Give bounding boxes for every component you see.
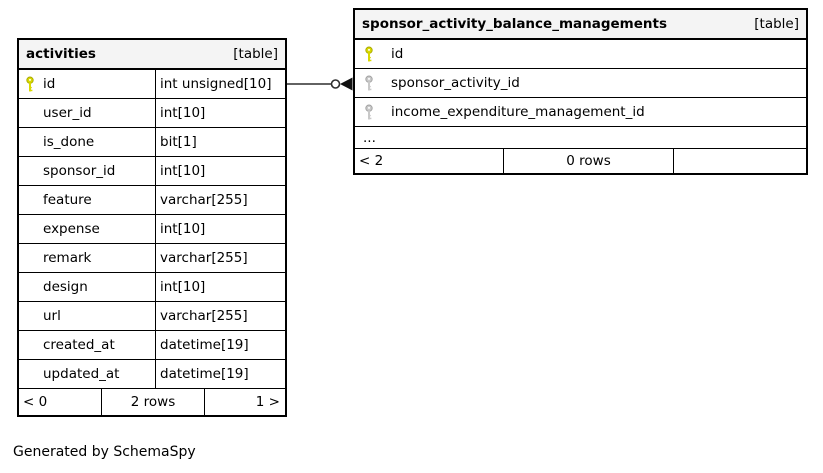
table-row: is_done bit[1] — [19, 128, 285, 157]
table-row: design int[10] — [19, 273, 285, 302]
table-tag: [table] — [233, 46, 278, 62]
table-row: updated_at datetime[19] — [19, 360, 285, 389]
column-name: design — [43, 279, 88, 295]
column-name: is_done — [43, 134, 95, 150]
column-name: updated_at — [43, 366, 120, 382]
table-sponsor-activity-balance-managements[interactable]: sponsor_activity_balance_managements [ta… — [353, 8, 808, 175]
column-type: int[10] — [160, 163, 206, 179]
related-count-right: 1 > — [255, 394, 280, 410]
table-row: user_id int[10] — [19, 99, 285, 128]
foreign-key-icon — [365, 75, 373, 90]
column-type: datetime[19] — [160, 337, 249, 353]
column-name: id — [43, 76, 56, 92]
column-name: sponsor_activity_id — [391, 75, 520, 91]
column-type: varchar[255] — [160, 250, 248, 266]
row-count: 2 rows — [102, 389, 205, 415]
foreign-key-icon — [365, 104, 373, 119]
table-footer: < 0 2 rows 1 > — [19, 389, 285, 415]
column-name: created_at — [43, 337, 115, 353]
column-type: varchar[255] — [160, 308, 248, 324]
column-name: feature — [43, 192, 92, 208]
column-name: url — [43, 308, 61, 324]
primary-key-icon — [365, 46, 373, 61]
column-name: user_id — [43, 105, 92, 121]
column-type: datetime[19] — [160, 366, 249, 382]
column-type: int[10] — [160, 105, 206, 121]
column-type: bit[1] — [160, 134, 197, 150]
column-type: int[10] — [160, 221, 206, 237]
column-type: varchar[255] — [160, 192, 248, 208]
related-count-right — [674, 149, 806, 173]
table-row: id — [355, 40, 806, 69]
table-activities[interactable]: activities [table] id int unsigned[10] — [17, 38, 287, 417]
column-type: int unsigned[10] — [160, 76, 272, 92]
table-row: sponsor_activity_id — [355, 69, 806, 98]
related-count-left: < 0 — [19, 389, 102, 415]
hidden-columns-ellipsis: ... — [355, 127, 806, 149]
table-row: income_expenditure_management_id — [355, 98, 806, 127]
row-count: 0 rows — [504, 149, 674, 173]
table-row: url varchar[255] — [19, 302, 285, 331]
column-name: sponsor_id — [43, 163, 116, 179]
table-header: sponsor_activity_balance_managements [ta… — [355, 10, 806, 40]
table-row: expense int[10] — [19, 215, 285, 244]
table-row: feature varchar[255] — [19, 186, 285, 215]
column-name: remark — [43, 250, 92, 266]
table-name[interactable]: activities — [26, 46, 96, 62]
table-row: id int unsigned[10] — [19, 70, 285, 99]
generated-by-note: Generated by SchemaSpy — [13, 444, 196, 460]
primary-key-icon — [26, 76, 34, 91]
related-count-left: < 2 — [355, 149, 504, 173]
table-row: sponsor_id int[10] — [19, 157, 285, 186]
table-row: created_at datetime[19] — [19, 331, 285, 360]
table-row: remark varchar[255] — [19, 244, 285, 273]
column-type: int[10] — [160, 279, 206, 295]
column-name: expense — [43, 221, 100, 237]
relationship-edge — [287, 77, 353, 91]
column-name: income_expenditure_management_id — [391, 104, 645, 120]
column-name: id — [391, 46, 404, 62]
table-tag: [table] — [754, 16, 799, 32]
table-footer: < 2 0 rows — [355, 149, 806, 173]
table-header: activities [table] — [19, 40, 285, 70]
table-name[interactable]: sponsor_activity_balance_managements — [362, 16, 667, 32]
